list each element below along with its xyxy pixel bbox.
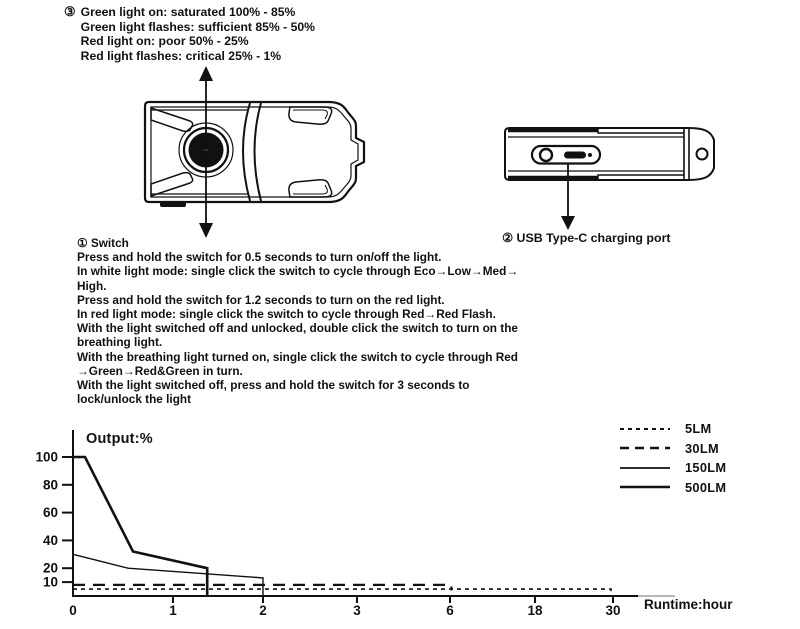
bottom-step-line <box>597 174 684 180</box>
body-inner-outline <box>150 106 359 198</box>
flashlight-top-body <box>143 100 366 204</box>
legend-line-sample <box>620 427 670 430</box>
indicator-light <box>538 147 554 163</box>
chart-x-axis-title: Runtime:hour <box>644 597 733 612</box>
bottom-right-panel <box>288 179 333 198</box>
legend-line-sample <box>620 466 670 469</box>
top-right-panel-inner <box>293 109 328 120</box>
flashlight-side-view-drawing <box>504 127 715 230</box>
usb-dot <box>588 153 592 157</box>
x-tick-label: 1 <box>169 603 177 618</box>
legend-item-500LM: 500LM <box>618 478 726 498</box>
series-150LM <box>72 553 264 596</box>
usb-plug <box>564 151 586 159</box>
legend-item-5LM: 5LM <box>618 419 726 439</box>
tail-hole <box>695 147 709 161</box>
y-tick-label: 60 <box>43 505 58 520</box>
legend-label: 500LM <box>685 479 727 495</box>
legend-line-sample <box>620 485 670 489</box>
callout-number-3: ③ <box>64 4 76 19</box>
x-tick-label: 30 <box>605 603 620 618</box>
bottom-left-panel <box>150 171 194 198</box>
legend-item-150LM: 150LM <box>618 458 726 478</box>
x-tick-label: 2 <box>259 603 267 618</box>
y-tick-label: 40 <box>43 533 58 548</box>
bottom-right-panel-inner <box>293 184 328 195</box>
arrowhead-up <box>199 66 213 81</box>
arrowhead-down <box>561 216 575 230</box>
x-tick-label: 6 <box>446 603 454 618</box>
arrowhead-down <box>199 223 213 238</box>
legend-item-30LM: 30LM <box>618 439 726 459</box>
battery-indicator-text: Green light on: saturated 100% - 85% Gre… <box>80 5 315 63</box>
legend-label: 150LM <box>685 460 727 476</box>
top-left-panel <box>150 106 194 133</box>
series-30LM <box>73 583 453 591</box>
chart-y-axis-title: Output:% <box>86 431 153 447</box>
x-tick-label: 0 <box>69 603 77 618</box>
chart-legend: 5LM 30LM 150LM 500LM <box>618 419 726 497</box>
series-500LM <box>73 455 209 596</box>
top-right-panel <box>288 106 333 125</box>
battery-indicator-note: ③ Green light on: saturated 100% - 85% G… <box>64 4 315 63</box>
legend-line-sample <box>620 446 670 450</box>
usb-port-label: ② USB Type-C charging port <box>502 231 671 245</box>
collar-arc-left <box>242 102 251 202</box>
y-tick-label: 10 <box>43 575 58 590</box>
flashlight-side-body <box>504 127 715 181</box>
y-tick-label: 100 <box>35 450 58 465</box>
usb-c-port-icon <box>564 151 592 159</box>
switch-instructions: ① Switch Press and hold the switch for 0… <box>77 236 519 407</box>
series-5LM <box>73 588 612 594</box>
mount-tab <box>160 201 186 207</box>
y-tick-label: 80 <box>43 477 58 492</box>
body-outline <box>504 127 715 181</box>
legend-label: 30LM <box>685 440 719 456</box>
legend-label: 5LM <box>685 421 712 437</box>
flashlight-top-view-drawing <box>143 66 366 238</box>
usb-arrow-icon <box>561 163 575 230</box>
switch-arrow-icon <box>199 66 213 238</box>
y-tick-label: 20 <box>43 561 58 576</box>
top-step-line <box>597 128 684 134</box>
collar-arc-right <box>253 102 262 202</box>
x-tick-label: 18 <box>527 603 543 618</box>
x-tick-label: 3 <box>353 603 361 618</box>
